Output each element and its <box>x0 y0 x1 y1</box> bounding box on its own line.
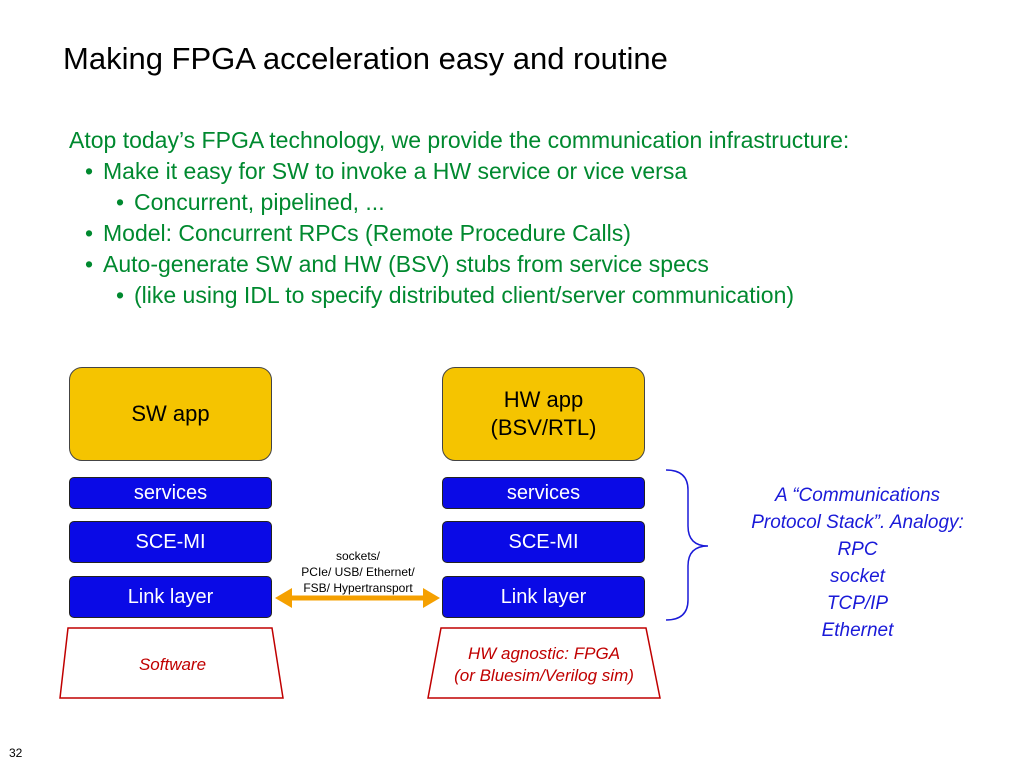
hw-services-label: services <box>506 481 581 504</box>
bullet-dot-icon: • <box>85 251 94 277</box>
hw-services-box: services <box>442 477 645 509</box>
hw-base-shape <box>427 627 661 699</box>
hw-scemi-label: SCE-MI <box>508 530 579 553</box>
bullet-text: Auto-generate SW and HW (BSV) stubs from… <box>103 251 709 277</box>
annotation-line: Ethernet <box>821 620 894 641</box>
bullet-subitem: • Concurrent, pipelined, ... <box>116 187 385 217</box>
bullet-text: Make it easy for SW to invoke a HW servi… <box>103 158 688 184</box>
bullet-item: • Model: Concurrent RPCs (Remote Procedur… <box>85 218 631 248</box>
link-transport-label: sockets/ PCIe/ USB/ Ethernet/ FSB/ Hyper… <box>283 548 433 596</box>
bullet-dot-icon: • <box>116 282 125 308</box>
bullet-text: (like using IDL to specify distributed c… <box>134 282 795 308</box>
link-label-line: FSB/ Hypertransport <box>303 581 413 595</box>
bullet-dot-icon: • <box>85 220 94 246</box>
bidirectional-arrow-icon <box>275 588 440 608</box>
annotation-line: A “Communications <box>774 485 941 506</box>
page-number: 32 <box>9 746 23 760</box>
hw-app-sublabel: (BSV/RTL) <box>490 415 597 440</box>
sw-services-box: services <box>69 477 272 509</box>
sw-app-box: SW app <box>69 367 272 461</box>
hw-link-layer-label: Link layer <box>500 585 587 608</box>
annotation-line: TCP/IP <box>826 593 889 614</box>
curly-brace-icon <box>665 469 709 621</box>
hw-app-box: HW app (BSV/RTL) <box>442 367 645 461</box>
bullet-subitem: • (like using IDL to specify distributed … <box>116 280 794 310</box>
annotation-line: Protocol Stack”. Analogy: <box>751 512 964 533</box>
link-label-line: PCIe/ USB/ Ethernet/ <box>301 565 415 579</box>
software-base-label: Software <box>138 655 207 674</box>
annotation-line: socket <box>830 566 885 587</box>
hw-base-line: (or Bluesim/Verilog sim) <box>454 666 634 685</box>
sw-scemi-box: SCE-MI <box>69 521 272 563</box>
hw-base-label: HW agnostic: FPGA (or Bluesim/Verilog si… <box>430 643 658 687</box>
bullet-dot-icon: • <box>85 158 94 184</box>
bullet-dot-icon: • <box>116 189 125 215</box>
bullet-text: Model: Concurrent RPCs (Remote Procedure… <box>103 220 631 246</box>
slide-title: Making FPGA acceleration easy and routin… <box>63 41 668 76</box>
software-base-shape <box>59 627 284 699</box>
hw-link-layer-box: Link layer <box>442 576 645 618</box>
sw-services-label: services <box>133 481 208 504</box>
annotation-line: RPC <box>837 539 878 560</box>
sw-link-layer-label: Link layer <box>127 585 214 608</box>
hw-scemi-box: SCE-MI <box>442 521 645 563</box>
bullet-text: Concurrent, pipelined, ... <box>134 189 385 215</box>
bullet-item: • Make it easy for SW to invoke a HW serv… <box>85 156 687 186</box>
link-label-line: sockets/ <box>335 549 380 563</box>
sw-scemi-label: SCE-MI <box>135 530 206 553</box>
sw-link-layer-box: Link layer <box>69 576 272 618</box>
protocol-stack-annotation: A “Communications Protocol Stack”. Analo… <box>705 482 1010 644</box>
sw-app-label: SW app <box>131 401 210 426</box>
bullet-item: • Auto-generate SW and HW (BSV) stubs fro… <box>85 249 709 279</box>
hw-app-label: HW app <box>503 387 584 412</box>
bullet-intro: Atop today’s FPGA technology, we provide… <box>69 125 849 155</box>
hw-base-line: HW agnostic: FPGA <box>467 644 621 663</box>
bullet-text: Atop today’s FPGA technology, we provide… <box>69 127 850 153</box>
